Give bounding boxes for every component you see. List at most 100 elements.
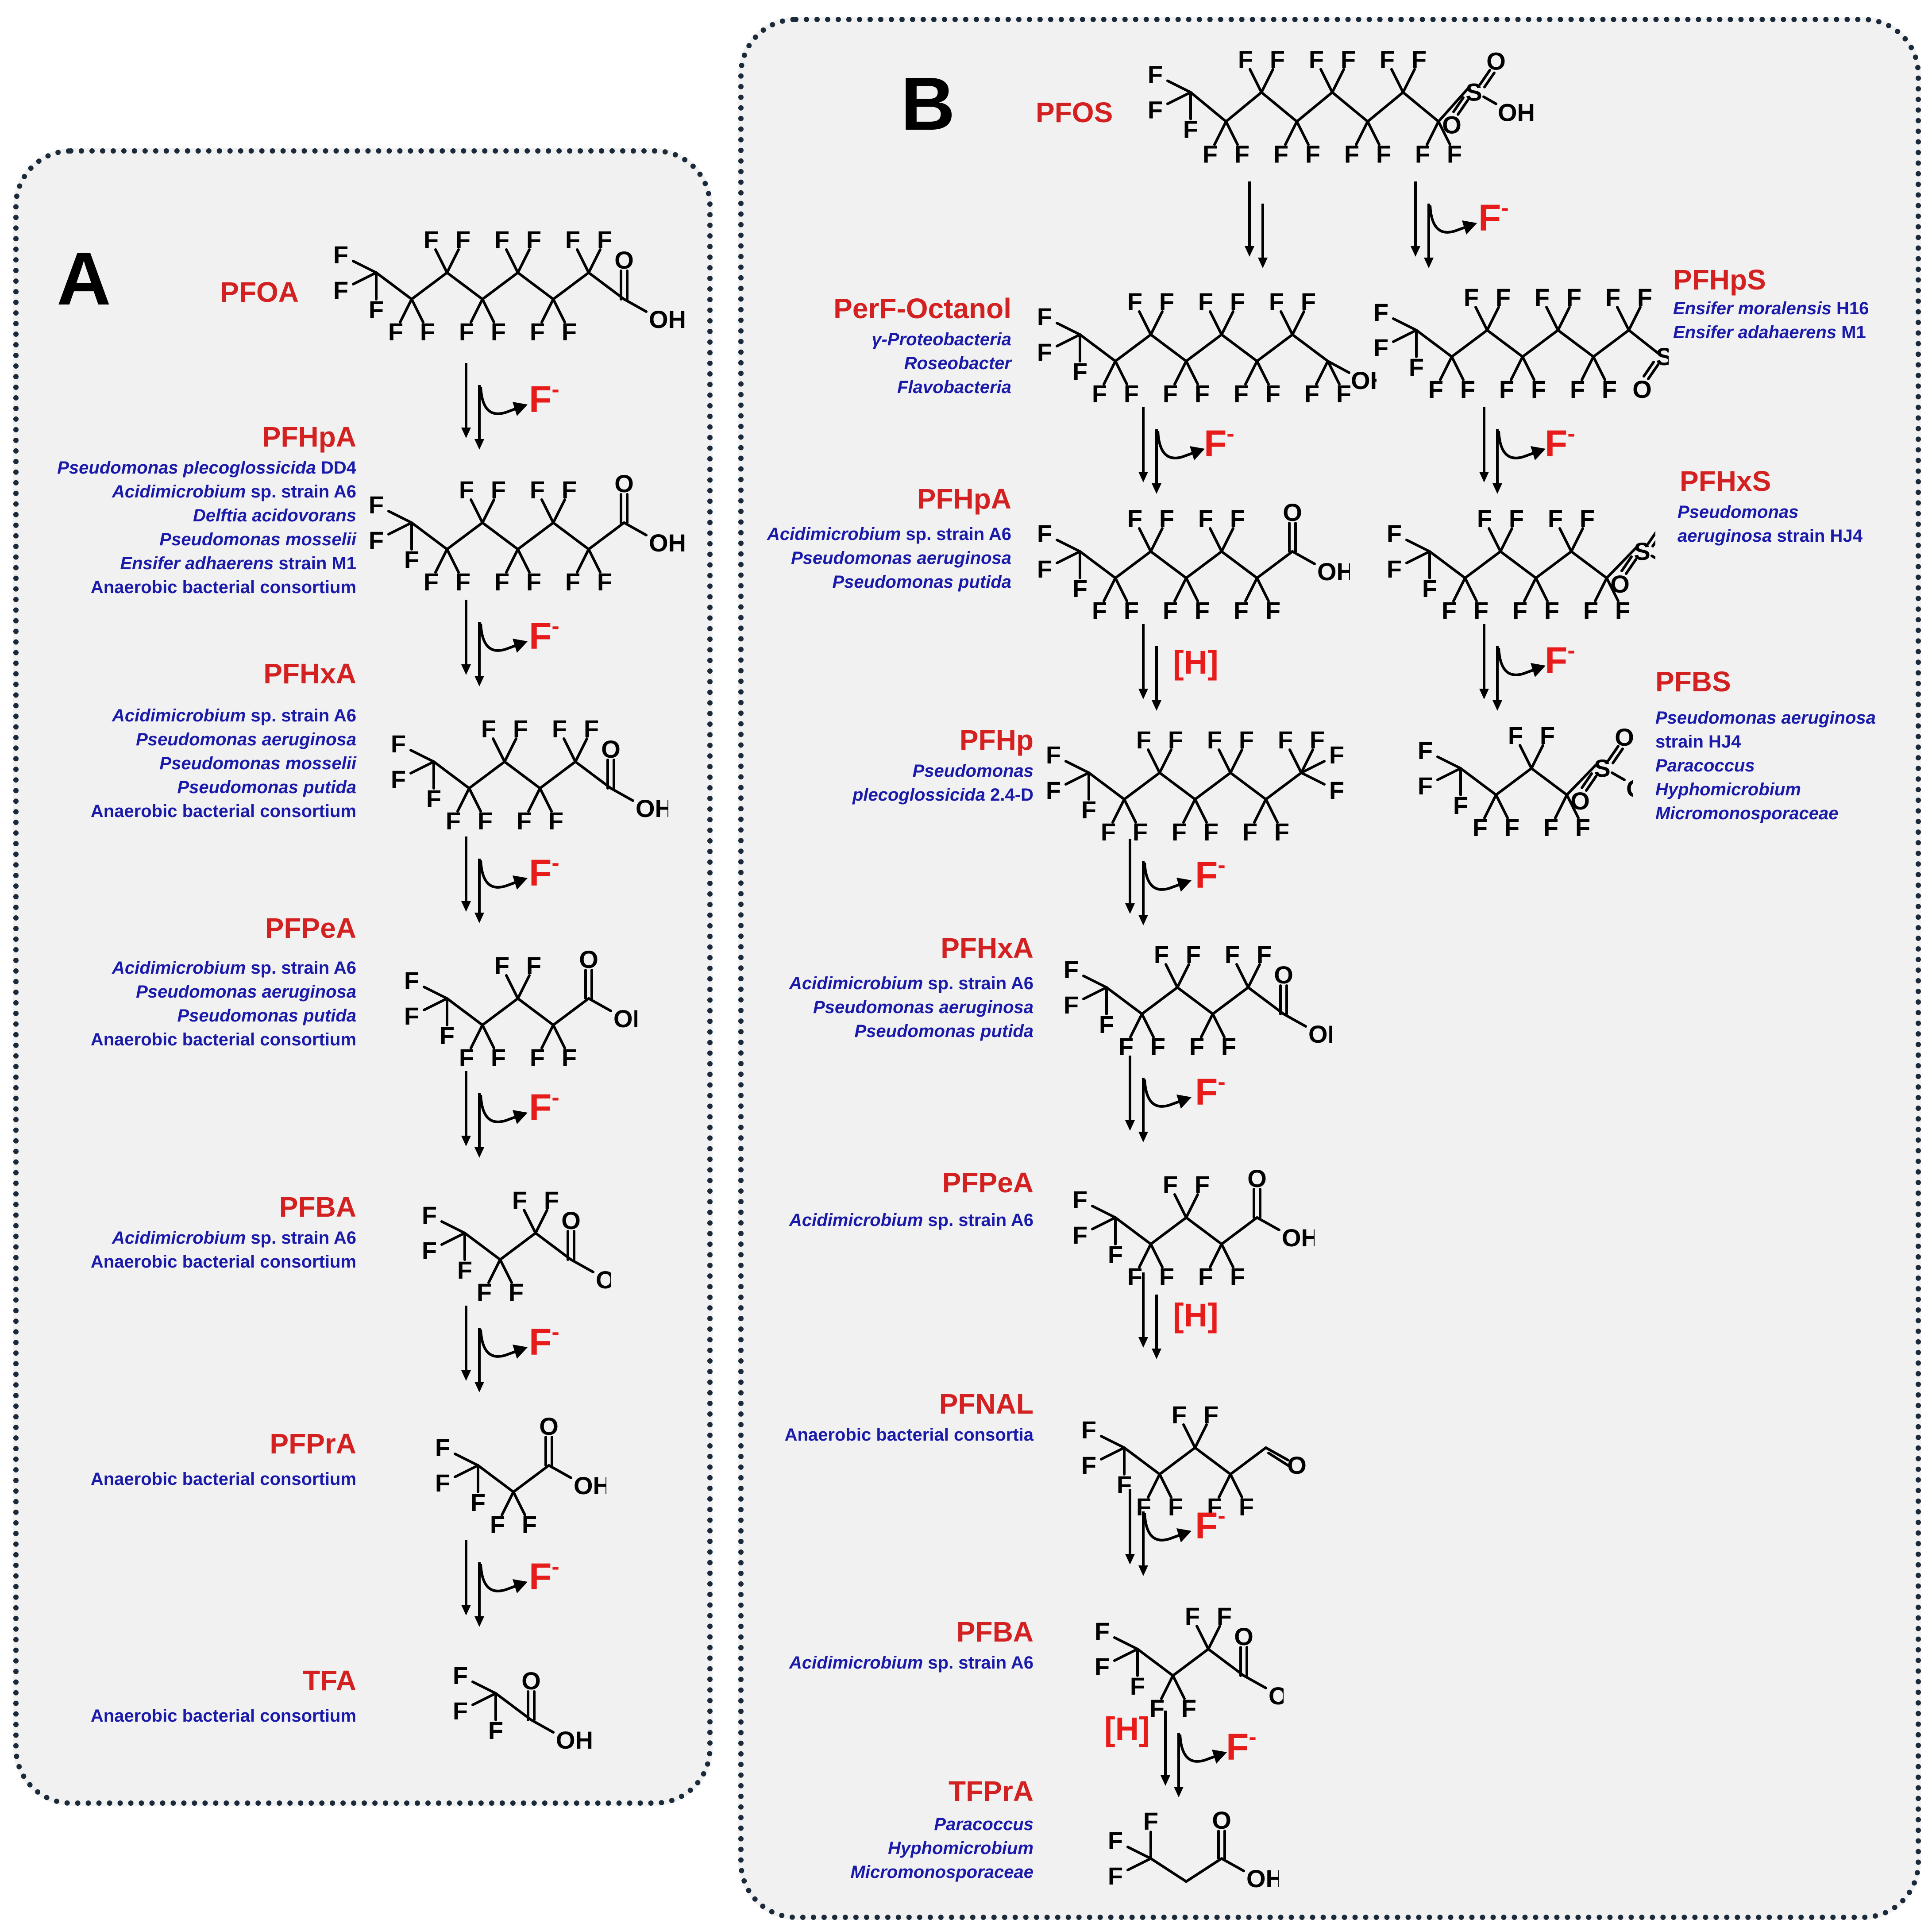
bond <box>1439 355 1453 381</box>
bond <box>576 248 590 274</box>
fluoride-ion-label: F- <box>1478 197 1509 236</box>
fluoride-symbol: F <box>529 1556 552 1597</box>
curl-head <box>1531 663 1546 677</box>
release-arrow <box>479 1095 528 1124</box>
bond <box>1244 577 1258 602</box>
organism-text: Acidimicrobium <box>767 524 901 544</box>
curl-head <box>1176 1528 1192 1542</box>
organism-text: Pseudomonas putida <box>854 1021 1034 1041</box>
atom-label: F <box>1150 1033 1165 1060</box>
bond <box>1486 329 1524 358</box>
bond <box>1280 310 1294 336</box>
bond <box>375 271 413 301</box>
bond <box>503 760 541 790</box>
fluoride-ion-label: F- <box>1195 1504 1226 1544</box>
compound-name: PFOA <box>220 276 299 308</box>
atom-label: F <box>1189 1033 1204 1060</box>
molecule-structure: FFFFFFFFFFFFFFFFFOH <box>1037 288 1377 408</box>
bond <box>1194 1446 1232 1476</box>
organism-list: Acidimicrobium sp. strain A6 <box>789 1208 1033 1232</box>
atom-label: OH <box>1308 1020 1332 1048</box>
bond <box>552 298 566 324</box>
organism-line: Pseudomonas aeruginosa <box>789 995 1033 1019</box>
compound-name: PFBA <box>956 1616 1033 1648</box>
bond <box>1488 527 1502 553</box>
atom-label: F <box>477 1278 492 1306</box>
atom-label: F <box>422 1237 437 1264</box>
bond <box>1064 760 1090 774</box>
bond <box>1211 1013 1226 1038</box>
organism-text: Anaerobic bacterial consortium <box>90 578 356 597</box>
arrow-head <box>461 1136 471 1146</box>
bond <box>1581 772 1593 789</box>
fluoride-symbol: F <box>529 615 552 657</box>
arrow-head <box>461 1605 471 1615</box>
atom-label: F <box>1496 283 1511 311</box>
organism-text: strain HJ4 <box>1772 526 1863 546</box>
bond <box>1650 555 1655 560</box>
bond <box>499 1232 537 1261</box>
atom-label: F <box>1072 1186 1087 1214</box>
reduction-label: [H] <box>1173 1297 1219 1334</box>
atom-label: F <box>1509 505 1524 532</box>
bond <box>1176 986 1214 1015</box>
fluoride-symbol: F <box>1204 423 1227 464</box>
arrow-head <box>1174 1787 1184 1797</box>
fluoride-ion-label: F- <box>529 378 559 418</box>
atom-label: O <box>1247 1164 1267 1192</box>
fluoride-symbol: F <box>1545 423 1568 464</box>
bond <box>1331 91 1369 123</box>
atom-label: F <box>420 318 435 346</box>
arrow-head <box>1258 258 1268 268</box>
bond <box>487 1258 501 1284</box>
bond <box>1182 1423 1196 1449</box>
bond <box>446 521 484 551</box>
atom-label: F <box>526 952 541 979</box>
atom-label: F <box>544 1186 559 1214</box>
atom-label: OH <box>613 1005 637 1033</box>
arrow-head <box>1152 483 1161 494</box>
bond <box>1149 310 1164 336</box>
bond <box>1149 550 1188 579</box>
bond <box>471 1692 497 1706</box>
organism-text: Acidimicrobium <box>112 1228 246 1248</box>
bond <box>1105 986 1143 1015</box>
organism-text: Ensifer moralensis <box>1673 299 1832 318</box>
organism-text: sp. strain A6 <box>246 1228 356 1248</box>
organism-line: Pseudomonas aeruginosa <box>1655 706 1876 730</box>
atom-label: F <box>584 715 599 743</box>
atom-label: F <box>470 1488 486 1516</box>
atom-label: F <box>424 226 439 254</box>
bond <box>409 749 435 763</box>
bond <box>548 1464 572 1479</box>
curl-head <box>1176 878 1192 892</box>
bond <box>1126 1857 1152 1872</box>
bond <box>552 498 566 524</box>
release-arrow <box>1497 648 1546 677</box>
release-arrow <box>1143 1079 1192 1109</box>
bond <box>1592 355 1606 381</box>
panel-b <box>738 17 1921 1920</box>
atom-label: F <box>1615 597 1630 624</box>
reaction-arrow <box>461 600 484 686</box>
bond <box>1166 91 1192 105</box>
organism-text: plecoglossicida <box>852 785 986 805</box>
bond <box>1091 1216 1117 1230</box>
atom-label: F <box>1154 940 1169 968</box>
atom-label: F <box>1464 283 1479 311</box>
bond <box>1627 329 1659 355</box>
atom-label: F <box>1148 61 1163 89</box>
bond <box>1523 577 1537 602</box>
bond <box>1149 527 1164 553</box>
organism-line: Pseudomonas putida <box>91 1004 357 1028</box>
atom-label: F <box>1269 288 1284 316</box>
bond <box>523 1209 537 1234</box>
charge-sign: - <box>551 1319 559 1345</box>
reaction-arrow <box>1161 1711 1184 1797</box>
